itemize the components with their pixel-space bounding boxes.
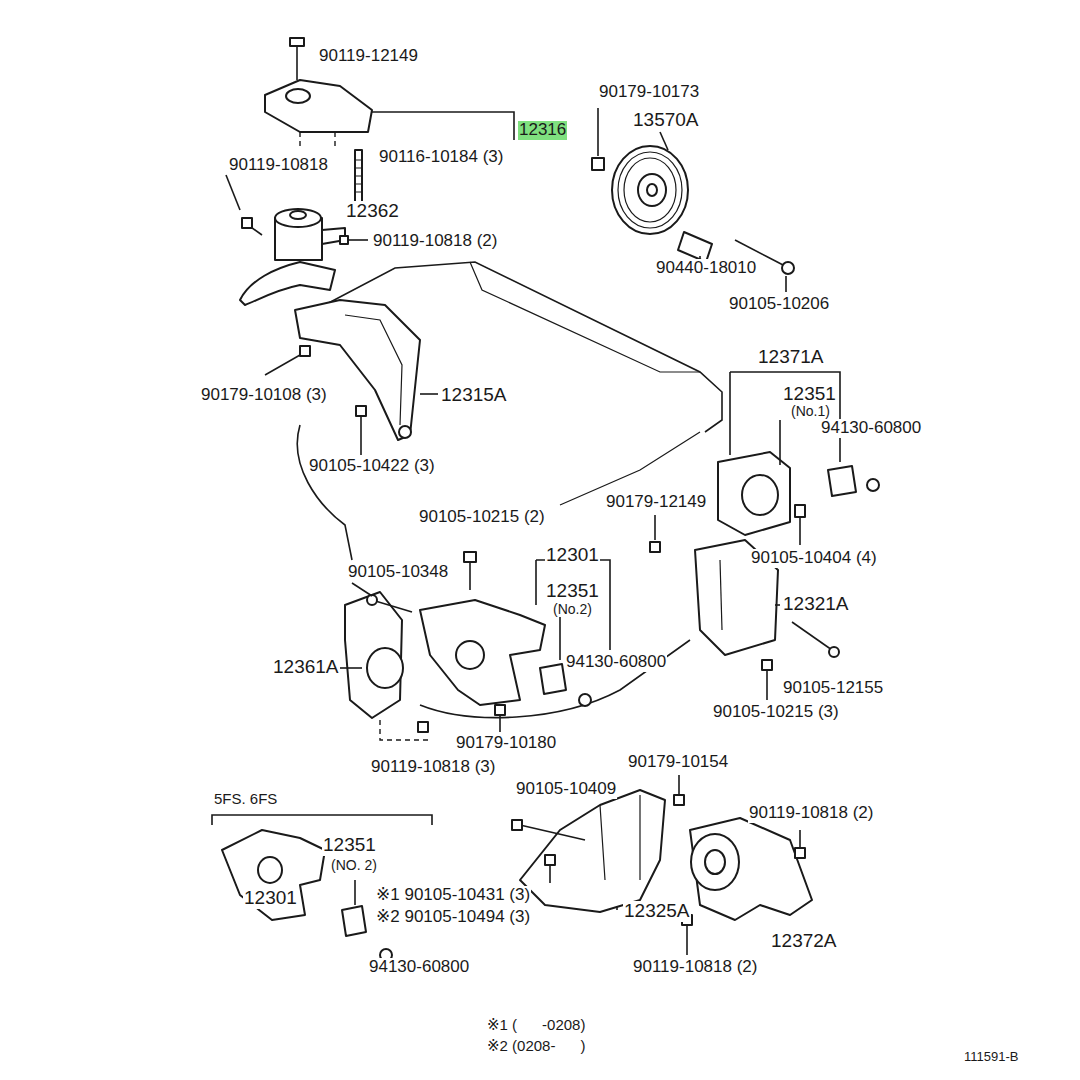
part-label: 94130-60800 xyxy=(820,419,922,438)
part-label: 5FS. 6FS xyxy=(213,791,278,808)
part-label: 12372A xyxy=(770,931,838,952)
part-label: ※2 (0208- ) xyxy=(486,1038,586,1055)
part-label: 90105-10206 xyxy=(728,295,830,314)
part-label: 12351 xyxy=(545,581,600,602)
part-label: 90179-10180 xyxy=(455,734,557,753)
part-label: 12301 xyxy=(545,545,600,566)
part-label: ※2 90105-10494 (3) xyxy=(375,908,531,927)
part-label: 90440-18010 xyxy=(655,259,757,278)
part-label: 90119-10818 (3) xyxy=(370,758,496,777)
part-label: 12301 xyxy=(243,888,298,909)
part-label: 90119-10818 (2) xyxy=(632,958,758,977)
part-label: 12315A xyxy=(440,385,508,406)
part-label: 12325A xyxy=(623,901,691,922)
part-label: 90105-10422 (3) xyxy=(308,457,436,476)
part-label: 90116-10184 (3) xyxy=(378,148,504,167)
part-label: 90105-10215 (3) xyxy=(712,703,840,722)
part-label: (No.1) xyxy=(790,404,831,419)
part-label: ※1 ( -0208) xyxy=(486,1017,586,1034)
part-label: 90179-12149 xyxy=(605,493,707,512)
part-label: 90105-10409 xyxy=(515,780,617,799)
part-label: 94130-60800 xyxy=(368,958,470,977)
part-label: 90105-10404 (4) xyxy=(750,549,878,568)
part-label: 90179-10108 (3) xyxy=(200,386,328,405)
part-label: 12362 xyxy=(345,201,400,222)
part-label: 90105-10215 (2) xyxy=(418,508,546,527)
part-label: 12321A xyxy=(782,594,850,615)
part-label: 90179-10154 xyxy=(627,753,729,772)
highlighted-part-number: 12316 xyxy=(518,121,567,140)
part-label: 90119-12149 xyxy=(318,47,419,66)
part-label: 13570A xyxy=(632,110,700,131)
part-label: 12361A xyxy=(272,657,340,678)
part-label: 12351 xyxy=(322,835,377,856)
part-label: 90119-10818 (2) xyxy=(748,804,874,823)
part-label: 111591-B xyxy=(963,1050,1019,1064)
part-label: 90105-12155 xyxy=(782,679,884,698)
part-label: 94130-60800 xyxy=(565,653,667,672)
part-label: 90119-10818 xyxy=(228,156,329,175)
part-label: 12371A xyxy=(757,347,825,368)
part-label: 90119-10818 (2) xyxy=(372,232,498,251)
part-label: 12351 xyxy=(782,384,837,405)
part-label: (No.2) xyxy=(552,602,593,617)
part-label: ※1 90105-10431 (3) xyxy=(375,886,531,905)
part-label: 90179-10173 xyxy=(598,83,700,102)
part-label: (NO. 2) xyxy=(330,858,378,873)
part-label: 90105-10348 xyxy=(347,563,449,582)
